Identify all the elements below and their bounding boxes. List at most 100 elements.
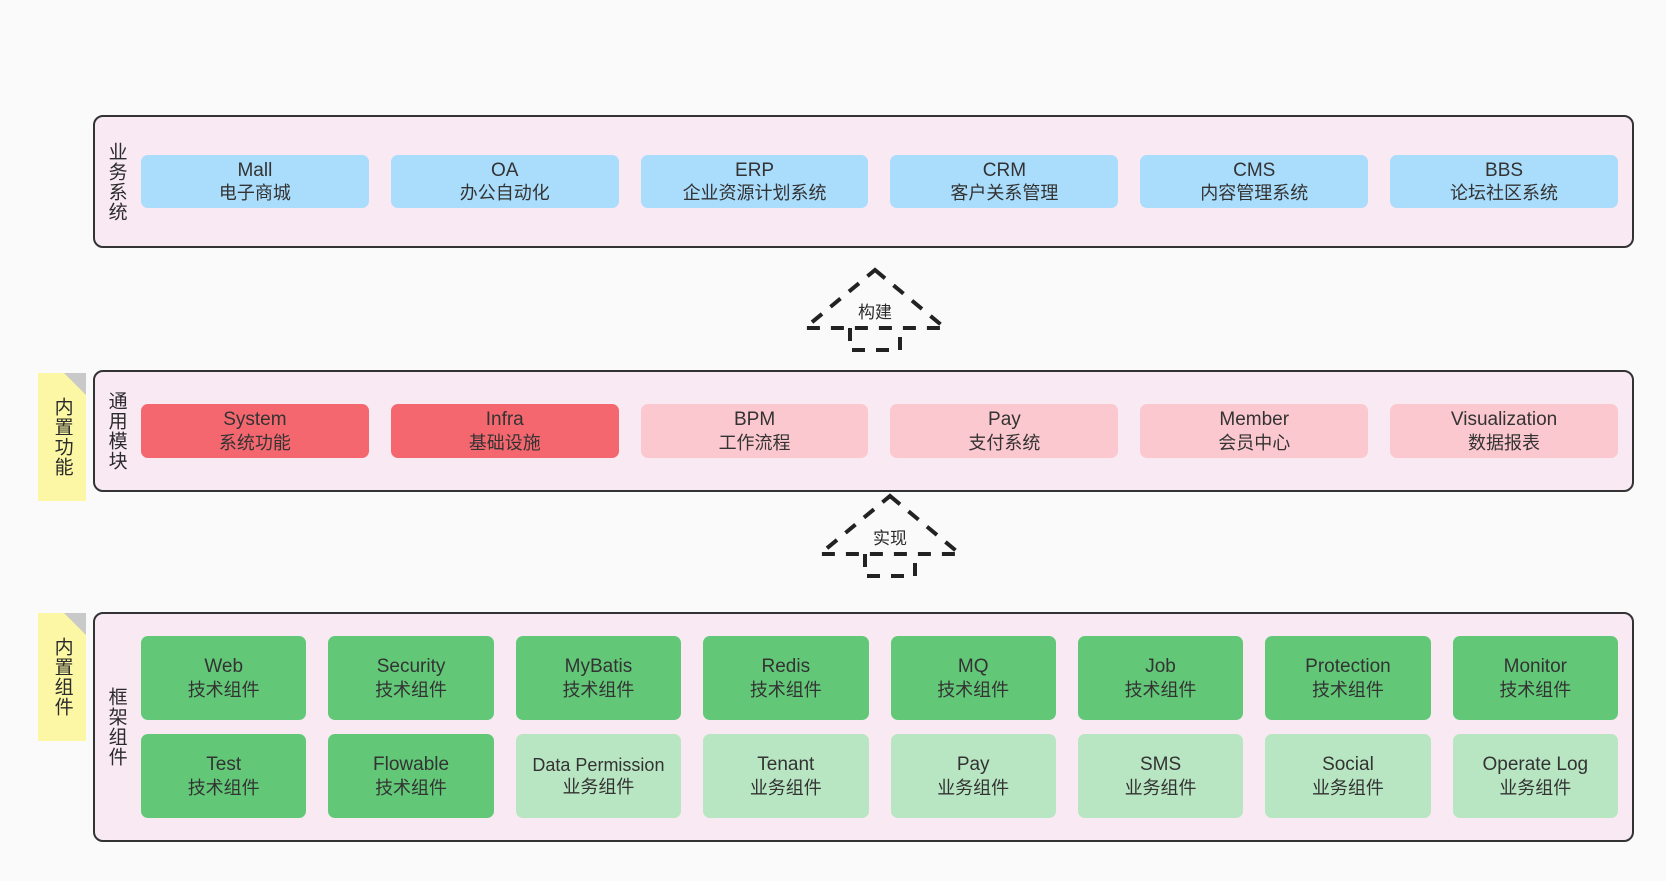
- card-oa[interactable]: OA 办公自动化: [390, 154, 619, 209]
- card-title: Tenant: [757, 754, 815, 776]
- card-title: Protection: [1305, 656, 1391, 678]
- card-member[interactable]: Member 会员中心: [1140, 404, 1369, 458]
- card-pay-component[interactable]: Pay 业务组件: [890, 734, 1056, 818]
- card-subtitle: 业务组件: [1124, 777, 1197, 798]
- card-subtitle: 电子商城: [218, 183, 291, 204]
- card-title: OA: [491, 159, 519, 181]
- card-title: CMS: [1233, 159, 1276, 181]
- card-sms[interactable]: SMS 业务组件: [1077, 734, 1244, 818]
- generalization-arrow-build: 构建: [799, 266, 951, 352]
- card-subtitle: 技术组件: [1311, 679, 1384, 700]
- card-mq[interactable]: MQ 技术组件: [890, 636, 1056, 720]
- card-cms[interactable]: CMS 内容管理系统: [1140, 154, 1369, 209]
- card-title: MQ: [957, 656, 989, 678]
- card-tenant[interactable]: Tenant 业务组件: [703, 734, 869, 818]
- card-subtitle: 技术组件: [1124, 679, 1197, 700]
- card-title: Visualization: [1450, 409, 1558, 431]
- card-subtitle: 会员中心: [1218, 432, 1291, 453]
- layer-body-business-system: Mall 电子商城 OA 办公自动化 ERP 企业资源计划系统 CRM 客户关系…: [137, 117, 1632, 246]
- card-title: CRM: [982, 159, 1027, 181]
- card-subtitle: 业务组件: [749, 777, 822, 798]
- card-title: Redis: [761, 656, 811, 678]
- card-title: Social: [1322, 754, 1374, 776]
- card-subtitle: 技术组件: [187, 777, 260, 798]
- card-redis[interactable]: Redis 技术组件: [703, 636, 869, 720]
- card-title: Pay: [956, 754, 990, 776]
- card-title: MyBatis: [564, 656, 633, 678]
- card-crm[interactable]: CRM 客户关系管理: [890, 154, 1119, 209]
- note-fold-icon: [64, 613, 86, 635]
- card-title: Mall: [237, 159, 273, 181]
- layer-body-common-module: System 系统功能 Infra 基础设施 BPM 工作流程 Pay 支付系统…: [137, 372, 1632, 490]
- card-title: SMS: [1139, 754, 1182, 776]
- card-title: ERP: [735, 159, 775, 181]
- card-title: Operate Log: [1482, 754, 1589, 776]
- card-pay-module[interactable]: Pay 支付系统: [890, 404, 1119, 458]
- layer-title-business-system: 业务系统: [105, 141, 127, 222]
- card-subtitle: 技术组件: [1499, 679, 1572, 700]
- card-subtitle: 技术组件: [375, 679, 448, 700]
- sticky-note-label: 内置组件: [51, 637, 73, 717]
- layer-title-framework-component: 框架组件: [105, 687, 127, 767]
- arrow-stem: [863, 554, 917, 578]
- card-social[interactable]: Social 业务组件: [1265, 734, 1431, 818]
- card-subtitle: 业务组件: [937, 777, 1010, 798]
- card-title: Data Permission: [532, 754, 665, 775]
- card-title: Member: [1219, 409, 1290, 431]
- card-subtitle: 技术组件: [562, 679, 635, 700]
- card-title: BPM: [733, 409, 776, 431]
- card-data-permission[interactable]: Data Permission 业务组件: [515, 734, 682, 818]
- card-subtitle: 企业资源计划系统: [682, 183, 827, 204]
- card-subtitle: 数据报表: [1468, 432, 1541, 453]
- card-mybatis[interactable]: MyBatis 技术组件: [515, 636, 682, 720]
- card-title: Monitor: [1503, 656, 1567, 678]
- layer-framework-component: 框架组件 Web 技术组件 Security 技术组件 MyBatis 技术组件…: [93, 612, 1634, 842]
- card-title: Infra: [485, 409, 524, 431]
- card-title: Pay: [988, 409, 1021, 431]
- card-title: Flowable: [373, 754, 450, 776]
- card-subtitle: 业务组件: [1499, 777, 1572, 798]
- card-row: System 系统功能 Infra 基础设施 BPM 工作流程 Pay 支付系统…: [141, 404, 1618, 458]
- card-visualization[interactable]: Visualization 数据报表: [1390, 404, 1618, 458]
- card-title: Security: [376, 656, 446, 678]
- card-mall[interactable]: Mall 电子商城: [141, 154, 369, 209]
- card-web[interactable]: Web 技术组件: [141, 636, 307, 720]
- card-row: Web 技术组件 Security 技术组件 MyBatis 技术组件 Redi…: [141, 636, 1618, 720]
- card-title: Job: [1145, 656, 1176, 678]
- card-subtitle: 技术组件: [187, 679, 260, 700]
- arrow-stem: [848, 328, 902, 352]
- card-bbs[interactable]: BBS 论坛社区系统: [1390, 154, 1618, 209]
- layer-common-module: 通用模块 System 系统功能 Infra 基础设施 BPM 工作流程 Pay…: [93, 370, 1634, 492]
- card-job[interactable]: Job 技术组件: [1077, 636, 1244, 720]
- card-subtitle: 论坛社区系统: [1450, 183, 1559, 204]
- card-erp[interactable]: ERP 企业资源计划系统: [640, 154, 869, 209]
- card-title: System: [223, 409, 287, 431]
- arrow-head-triangle: [814, 493, 966, 556]
- card-subtitle: 业务组件: [1311, 777, 1384, 798]
- note-fold-icon: [64, 373, 86, 395]
- card-subtitle: 内容管理系统: [1200, 183, 1309, 204]
- sticky-note-builtin-component: 内置组件: [38, 613, 86, 741]
- card-flowable[interactable]: Flowable 技术组件: [328, 734, 494, 818]
- card-security[interactable]: Security 技术组件: [328, 636, 494, 720]
- sticky-note-label: 内置功能: [51, 397, 73, 477]
- card-title: BBS: [1485, 159, 1524, 181]
- card-infra[interactable]: Infra 基础设施: [390, 404, 619, 458]
- layer-body-framework-component: Web 技术组件 Security 技术组件 MyBatis 技术组件 Redi…: [137, 614, 1632, 840]
- card-protection[interactable]: Protection 技术组件: [1265, 636, 1431, 720]
- card-bpm[interactable]: BPM 工作流程: [640, 404, 869, 458]
- card-subtitle: 办公自动化: [459, 183, 550, 204]
- card-subtitle: 支付系统: [968, 432, 1041, 453]
- card-subtitle: 技术组件: [937, 679, 1010, 700]
- card-subtitle: 系统功能: [218, 432, 291, 453]
- card-system[interactable]: System 系统功能: [141, 404, 369, 458]
- layer-business-system: 业务系统 Mall 电子商城 OA 办公自动化 ERP 企业资源计划系统 CRM…: [93, 115, 1634, 248]
- card-row: Mall 电子商城 OA 办公自动化 ERP 企业资源计划系统 CRM 客户关系…: [141, 154, 1618, 209]
- card-test[interactable]: Test 技术组件: [141, 734, 307, 818]
- card-monitor[interactable]: Monitor 技术组件: [1452, 636, 1618, 720]
- card-operate-log[interactable]: Operate Log 业务组件: [1452, 734, 1618, 818]
- card-subtitle: 工作流程: [718, 432, 791, 453]
- card-subtitle: 基础设施: [468, 432, 541, 453]
- card-row: Test 技术组件 Flowable 技术组件 Data Permission …: [141, 734, 1618, 818]
